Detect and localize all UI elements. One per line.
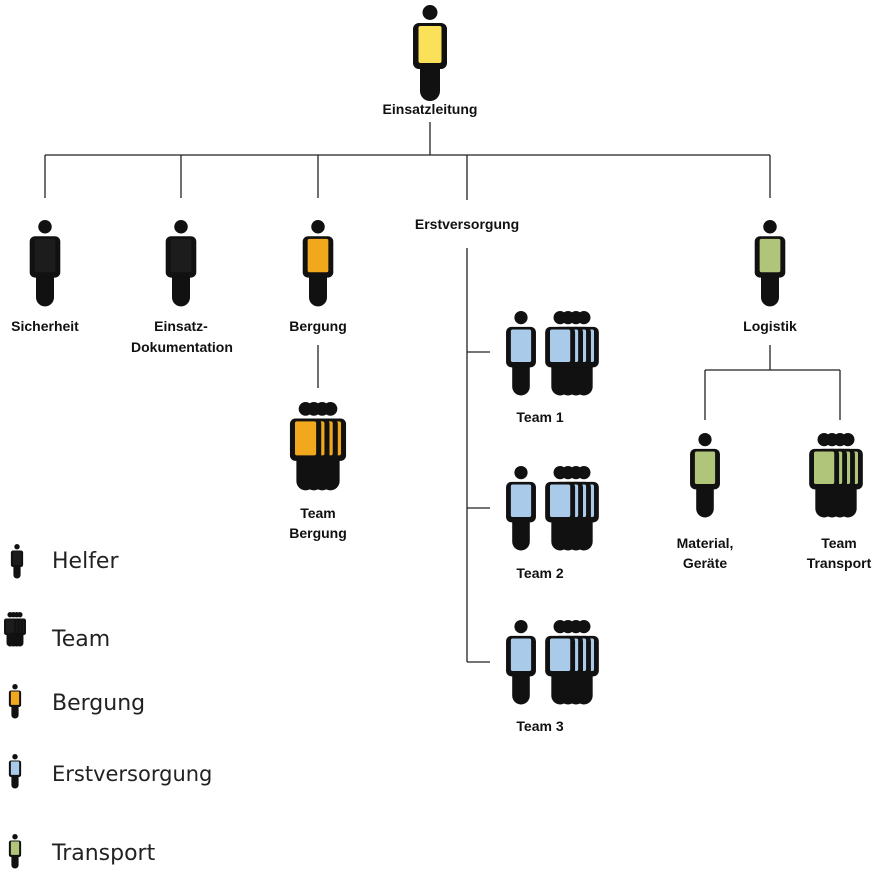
node-label-team-3: Team 3 xyxy=(516,718,564,734)
legend-label-erstversorgung: Erstversorgung xyxy=(52,762,213,786)
figures xyxy=(4,5,863,869)
legend-label-transport: Transport xyxy=(52,841,156,866)
logistik-person-icon xyxy=(754,220,786,307)
team-transport-icon xyxy=(809,433,863,518)
legend-bergung-icon xyxy=(8,684,22,719)
team-1-leader-icon xyxy=(506,311,536,396)
node-label-erstversorgung: Erstversorgung xyxy=(414,216,520,232)
top-connector xyxy=(44,122,771,200)
team-member-icon xyxy=(545,466,576,551)
node-label-bergung: Bergung xyxy=(289,318,347,334)
node-label-team-2: Team 2 xyxy=(516,565,564,581)
node-label-team-transport-line2: Transport xyxy=(806,555,872,571)
node-label-team-1: Team 1 xyxy=(516,409,564,425)
team-member-icon xyxy=(4,612,17,647)
node-label-dokumentation-line1: Einsatz- xyxy=(154,318,208,334)
node-label-team-bergung-line2: Bergung xyxy=(289,525,347,541)
node-label-team-transport-line1: Team xyxy=(821,535,857,551)
team-3-group-icon xyxy=(545,620,599,705)
node-label-team-bergung-line1: Team xyxy=(300,505,336,521)
team-member-icon xyxy=(809,433,840,518)
bergung-person-icon xyxy=(302,220,334,307)
legend-erstversorgung-icon xyxy=(8,754,22,789)
node-label-dokumentation-line2: Dokumentation xyxy=(131,339,233,355)
material-person-icon xyxy=(690,433,720,518)
logistik-connector xyxy=(704,345,841,420)
node-label-material-line1: Material, xyxy=(676,535,734,551)
team-member-icon xyxy=(545,311,576,396)
legend-team-icon xyxy=(4,612,26,647)
node-label-logistik: Logistik xyxy=(743,318,797,334)
node-label-einsatzleitung: Einsatzleitung xyxy=(382,101,478,117)
team-2-group-icon xyxy=(545,466,599,551)
team-3-leader-icon xyxy=(506,620,536,705)
legend-label-team: Team xyxy=(52,627,111,652)
team-1-group-icon xyxy=(545,311,599,396)
einsatzleitung-person-icon xyxy=(413,5,447,101)
dokumentation-person-icon xyxy=(165,220,197,307)
legend-helfer-icon xyxy=(10,544,24,579)
node-label-material-line2: Geräte xyxy=(682,555,728,571)
legend-label-bergung: Bergung xyxy=(52,691,146,716)
node-label-sicherheit: Sicherheit xyxy=(11,318,79,334)
team-member-icon xyxy=(545,620,576,705)
sicherheit-person-icon xyxy=(29,220,61,307)
legend-transport-icon xyxy=(8,834,22,869)
connector-lines xyxy=(44,122,841,663)
team-bergung-icon xyxy=(289,402,347,491)
legend-label-helfer: Helfer xyxy=(52,549,119,574)
team-2-leader-icon xyxy=(506,466,536,551)
erstversorgung-connector xyxy=(466,248,490,663)
team-member-icon xyxy=(289,402,322,491)
